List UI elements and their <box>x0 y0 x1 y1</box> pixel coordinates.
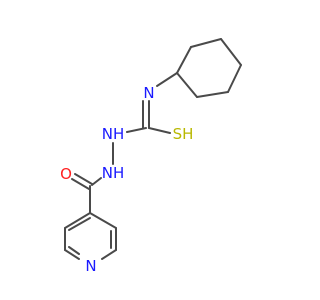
nh-carbonyl-bond <box>91 177 102 186</box>
pyridine-ring <box>64 212 117 260</box>
imine-nitrogen-label: N <box>143 84 154 102</box>
cyclohexyl-ring <box>176 38 242 98</box>
carbonyl-double-bond <box>71 173 93 190</box>
upper-nh-label: NH <box>102 125 125 143</box>
thiol-sulfur-label: SH <box>173 125 194 143</box>
imine-double-bond <box>142 100 150 129</box>
c-nh-bond <box>126 127 147 133</box>
pyridine-nitrogen-label: N <box>85 257 96 275</box>
molecule-structure: N SH NH NH O N <box>60 38 242 275</box>
c-sh-bond <box>148 127 171 134</box>
lower-nh-label: NH <box>102 164 125 182</box>
cyclohexyl-n-bond <box>156 72 178 87</box>
oxygen-label: O <box>60 165 72 183</box>
